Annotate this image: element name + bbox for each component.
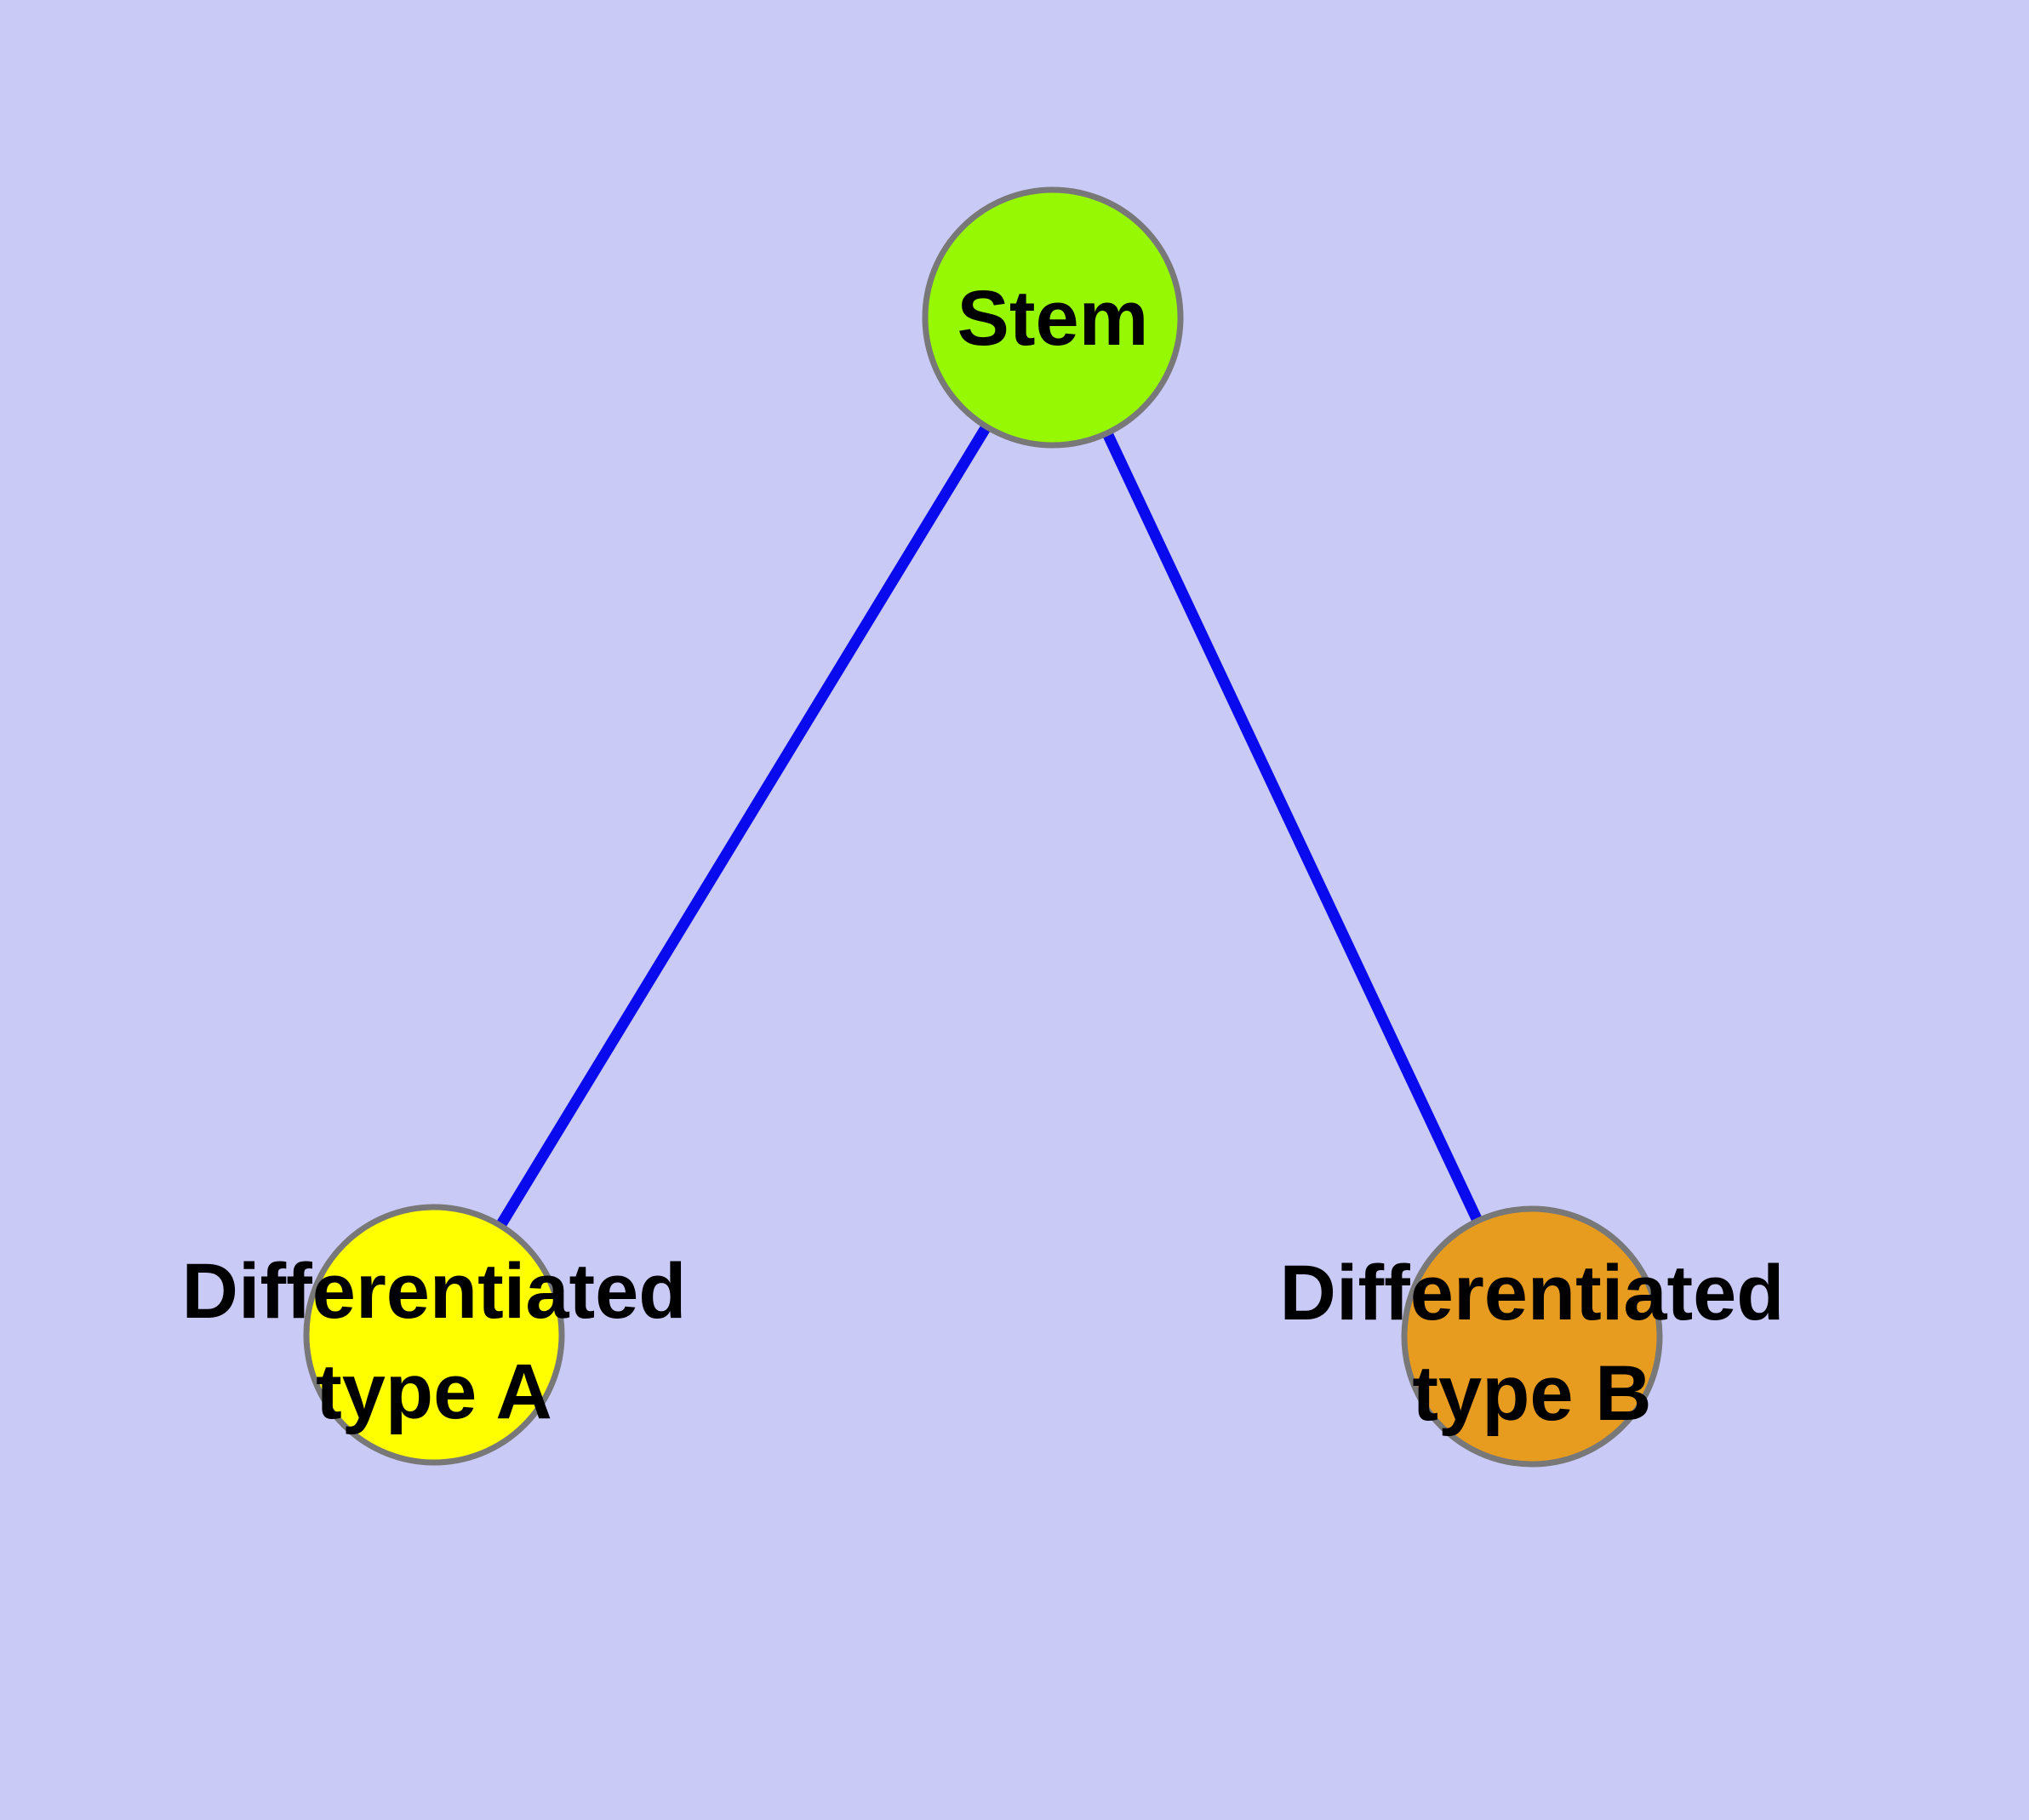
edge-stem-to-type-b[interactable] <box>1048 315 1537 1339</box>
edge-stem-to-type-a[interactable] <box>429 314 1058 1338</box>
type-a-label-line1: Differentiated <box>182 1248 687 1335</box>
type-a-label-line2: type A <box>316 1348 552 1435</box>
type-b-label-line1: Differentiated <box>1280 1250 1785 1336</box>
stem-node-label: Stem <box>957 275 1149 362</box>
stem-node[interactable] <box>922 186 1184 449</box>
differentiated-type-a-node[interactable] <box>303 1204 565 1466</box>
differentiated-type-b-node[interactable] <box>1401 1205 1663 1468</box>
type-b-label-line2: type B <box>1412 1350 1651 1437</box>
